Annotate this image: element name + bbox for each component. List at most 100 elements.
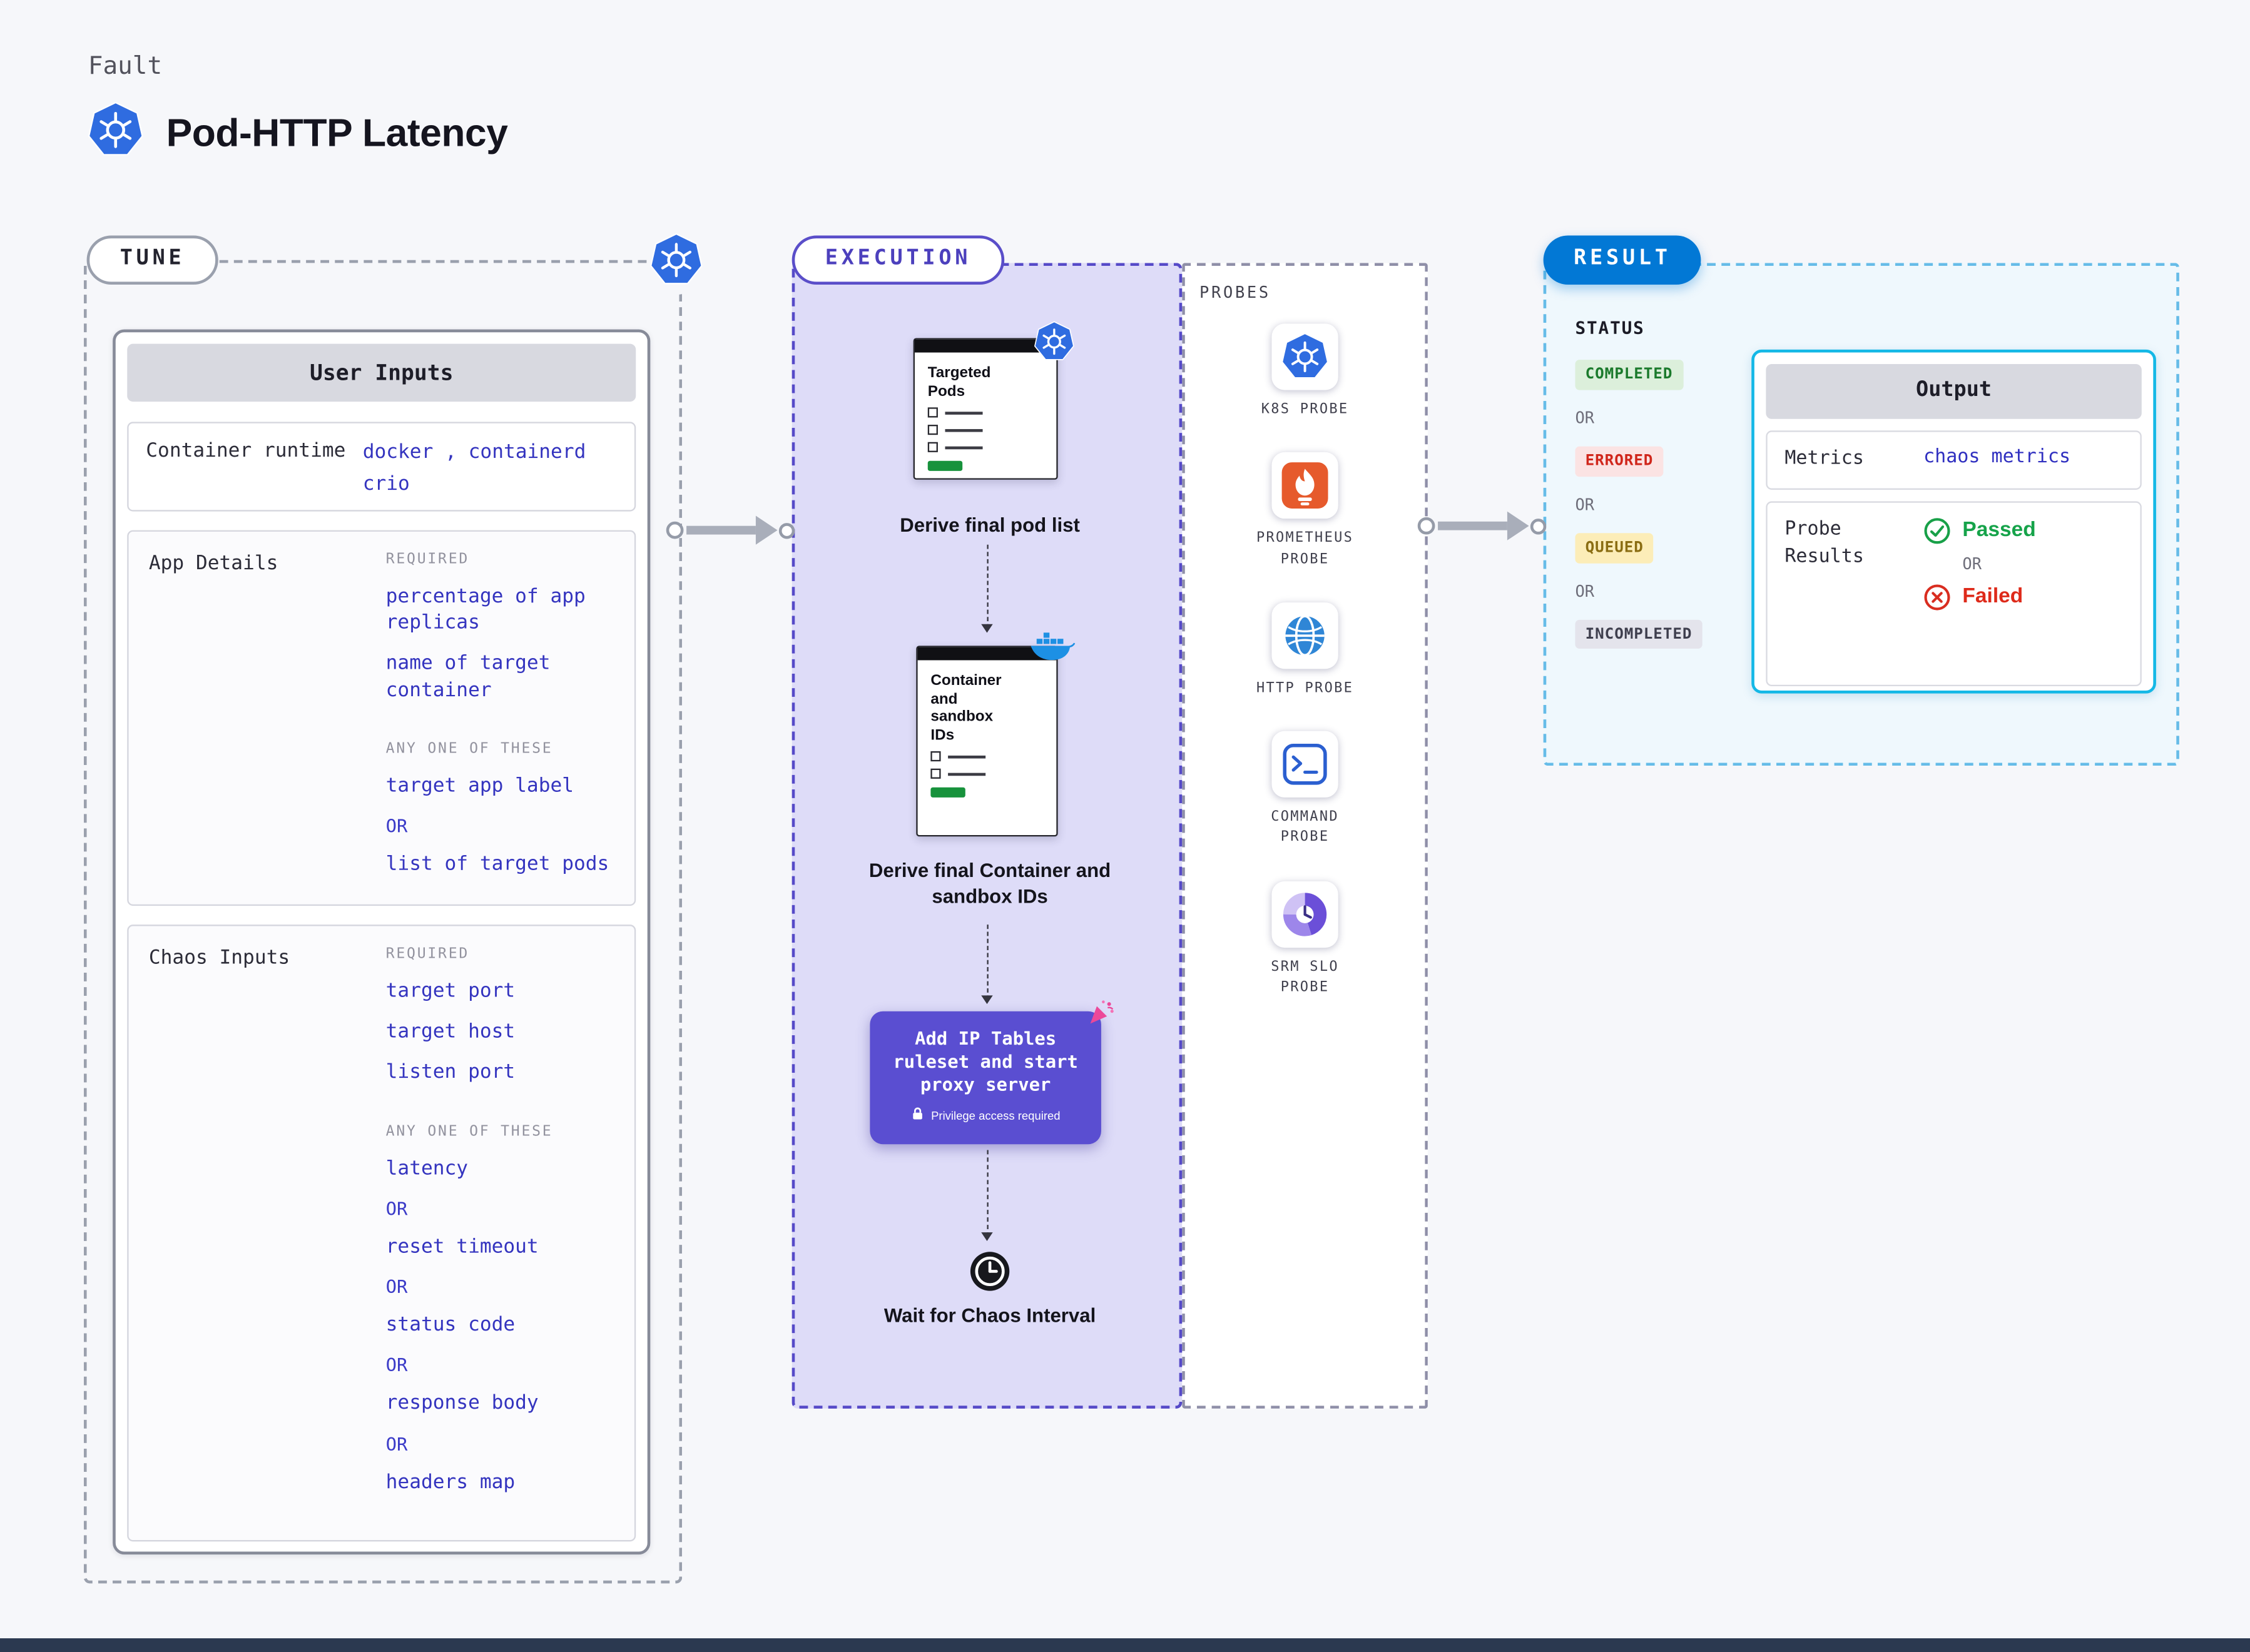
arrow-head xyxy=(1507,511,1529,540)
iptables-action-step: Add IP Tables ruleset and start proxy se… xyxy=(870,1011,1101,1145)
probe-item: PROMETHEUS PROBE xyxy=(1243,452,1367,570)
container-runtime-label: Container runtime xyxy=(146,439,346,463)
step-caption: Derive final pod list xyxy=(900,514,1080,536)
clock-icon xyxy=(967,1248,1013,1300)
chaos-inputs-label: Chaos Inputs xyxy=(148,946,290,970)
doc-checkbox-row xyxy=(927,407,1044,418)
doc-checkbox-row xyxy=(927,425,1044,435)
or-separator: OR xyxy=(385,1275,408,1298)
or-separator: OR xyxy=(385,1432,408,1454)
flow-connector xyxy=(982,1150,994,1241)
required-label: REQUIRED xyxy=(385,946,470,963)
probe-name: K8S PROBE xyxy=(1261,402,1349,418)
or-separator: OR xyxy=(1575,581,1595,600)
probe-results-values: Passed OR Failed xyxy=(1923,517,2036,611)
probe-name: SRM SLO PROBE xyxy=(1271,958,1339,995)
input-item: target port xyxy=(385,979,516,1003)
doc-progress-bar xyxy=(930,788,965,798)
passed-line: Passed xyxy=(1923,517,2036,544)
status-badge-incompleted: INCOMPLETED xyxy=(1575,619,1703,649)
input-item: headers map xyxy=(385,1470,516,1494)
x-circle-icon xyxy=(1924,584,1950,611)
container-sandbox-ids-doc: Container and sandbox IDs xyxy=(916,646,1057,837)
or-separator: OR xyxy=(1575,495,1595,514)
app-details-label: App Details xyxy=(148,552,278,575)
metrics-label: Metrics xyxy=(1784,447,1864,470)
flow-connector xyxy=(982,544,994,633)
input-item: list of target pods xyxy=(385,852,609,876)
any-one-label: ANY ONE OF THESE xyxy=(385,1123,553,1140)
status-badge-queued: QUEUED xyxy=(1575,533,1654,563)
doc-checkbox-row xyxy=(930,769,1043,779)
output-title: Output xyxy=(1766,364,2142,419)
metrics-row: Metrics chaos metrics xyxy=(1766,430,2142,490)
failed-line: Failed xyxy=(1923,584,2036,611)
pie-chart-icon xyxy=(1271,880,1338,947)
or-separator: OR xyxy=(1575,408,1595,428)
probes-panel: PROBES K8S PROBE PROMETHEUS PROBE xyxy=(1182,263,1428,1409)
input-item: target host xyxy=(385,1020,516,1044)
container-runtime-values: docker , containerd crio xyxy=(363,438,586,495)
doc-title: Container and sandbox IDs xyxy=(930,671,1002,744)
page-title: Pod-HTTP Latency xyxy=(166,111,508,155)
status-column: STATUS COMPLETED OR ERRORED OR QUEUED OR… xyxy=(1575,318,1703,649)
any-one-label: ANY ONE OF THESE xyxy=(385,741,553,757)
app-details-section: App Details REQUIRED percentage of app r… xyxy=(127,530,636,906)
probe-name: PROMETHEUS PROBE xyxy=(1256,530,1354,567)
footer-bar xyxy=(0,1638,2250,1652)
input-item: response body xyxy=(385,1391,539,1415)
or-separator: OR xyxy=(385,1354,408,1376)
globe-icon xyxy=(1271,602,1338,669)
doc-title: Targeted Pods xyxy=(927,364,991,400)
probe-item: COMMAND PROBE xyxy=(1243,731,1367,849)
step-caption: Derive final Container and sandbox IDs xyxy=(868,859,1111,907)
probe-name: COMMAND PROBE xyxy=(1271,809,1339,846)
probe-list: K8S PROBE PROMETHEUS PROBE xyxy=(1185,323,1425,998)
input-item: name of target container xyxy=(385,652,551,702)
tune-to-execution-arrow xyxy=(666,515,795,545)
doc-progress-bar xyxy=(927,461,963,472)
chaos-inputs-section: Chaos Inputs REQUIRED target port target… xyxy=(127,925,636,1542)
arrow-head xyxy=(755,515,778,545)
probes-label: PROBES xyxy=(1199,283,1271,302)
arrow-shaft xyxy=(1438,521,1507,530)
arrow-start-dot xyxy=(1417,517,1435,535)
result-panel: STATUS COMPLETED OR ERRORED OR QUEUED OR… xyxy=(1543,263,2179,766)
step-caption: Wait for Chaos Interval xyxy=(883,1304,1096,1327)
arrow-shaft xyxy=(686,525,756,535)
input-item: listen port xyxy=(385,1061,516,1085)
arrow-start-dot xyxy=(666,521,684,539)
runtime-value-line: crio xyxy=(362,472,410,495)
fault-eyebrow: Fault xyxy=(88,52,163,81)
execution-label: EXECUTION xyxy=(792,235,1005,285)
flow-connector xyxy=(982,925,994,1005)
result-label: RESULT xyxy=(1543,235,1702,285)
arrow-end-dot xyxy=(778,522,795,539)
tune-label: TUNE xyxy=(86,235,218,285)
probe-item: K8S PROBE xyxy=(1243,323,1367,420)
targeted-pods-doc: Targeted Pods xyxy=(913,338,1058,480)
input-item: latency xyxy=(385,1157,469,1180)
input-item: status code xyxy=(385,1313,516,1337)
confetti-icon xyxy=(1087,998,1116,1033)
privilege-note: Privilege access required xyxy=(884,1107,1086,1125)
tune-section-border xyxy=(83,260,683,1584)
prometheus-icon xyxy=(1271,452,1338,519)
doc-topbar xyxy=(917,647,1057,661)
passed-label: Passed xyxy=(1962,518,2036,542)
check-circle-icon xyxy=(1924,517,1950,544)
lock-icon xyxy=(911,1107,925,1125)
required-label: REQUIRED xyxy=(385,552,470,568)
probes-to-result-arrow xyxy=(1417,511,1547,540)
failed-label: Failed xyxy=(1962,584,2023,608)
output-card: Output Metrics chaos metrics Probe Resul… xyxy=(1751,349,2156,694)
input-item: target app label xyxy=(385,774,574,798)
probe-name: HTTP PROBE xyxy=(1256,680,1354,696)
runtime-value-line: docker , containerd xyxy=(362,440,586,464)
kubernetes-icon xyxy=(1271,323,1338,390)
metrics-value: chaos metrics xyxy=(1923,446,2071,469)
kubernetes-icon xyxy=(647,231,706,295)
user-inputs-card: User Inputs Container runtime docker , c… xyxy=(113,329,651,1555)
